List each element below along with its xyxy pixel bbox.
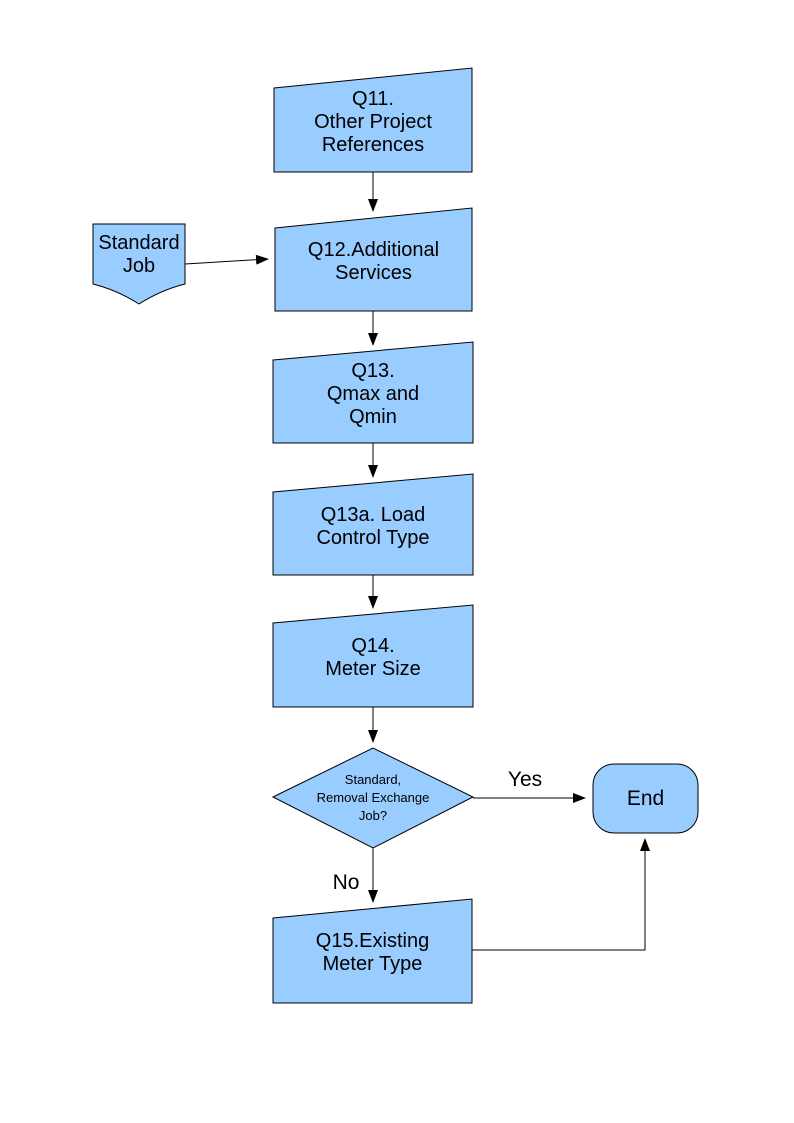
q15-node-shape (272, 898, 473, 1004)
q11-node-label: Q11. Other Project References (314, 87, 432, 156)
q12-node-label: Q12.Additional Services (307, 238, 440, 284)
edge-standardjob-q12 (184, 254, 269, 265)
q11-node-shape (273, 67, 473, 173)
edge-q15-end (472, 838, 650, 951)
q12-node-shape (274, 207, 473, 312)
no-edge-label: No (332, 871, 360, 894)
standard-job-node-label: Standard Job (98, 232, 180, 277)
q14-node-label: Q14. Meter Size (325, 635, 421, 680)
decision-diamond-label: Standard, Removal Exchange Job? (316, 772, 430, 823)
q14-node-shape (272, 604, 474, 708)
q13-node-shape (272, 341, 474, 444)
end-terminator-shape (592, 763, 699, 834)
yes-edge-label: Yes (507, 768, 543, 791)
q13a-node-shape (272, 473, 474, 576)
q13a-node-label: Q13a. Load Control Type (316, 503, 430, 549)
decision-diamond-shape (271, 747, 475, 849)
q15-node-label: Q15.Existing Meter Type (315, 930, 430, 975)
end-terminator-label: End (626, 787, 665, 810)
standard-job-node-shape (92, 223, 186, 305)
q13-node-label: Q13. Qmax and Qmin (326, 360, 420, 428)
